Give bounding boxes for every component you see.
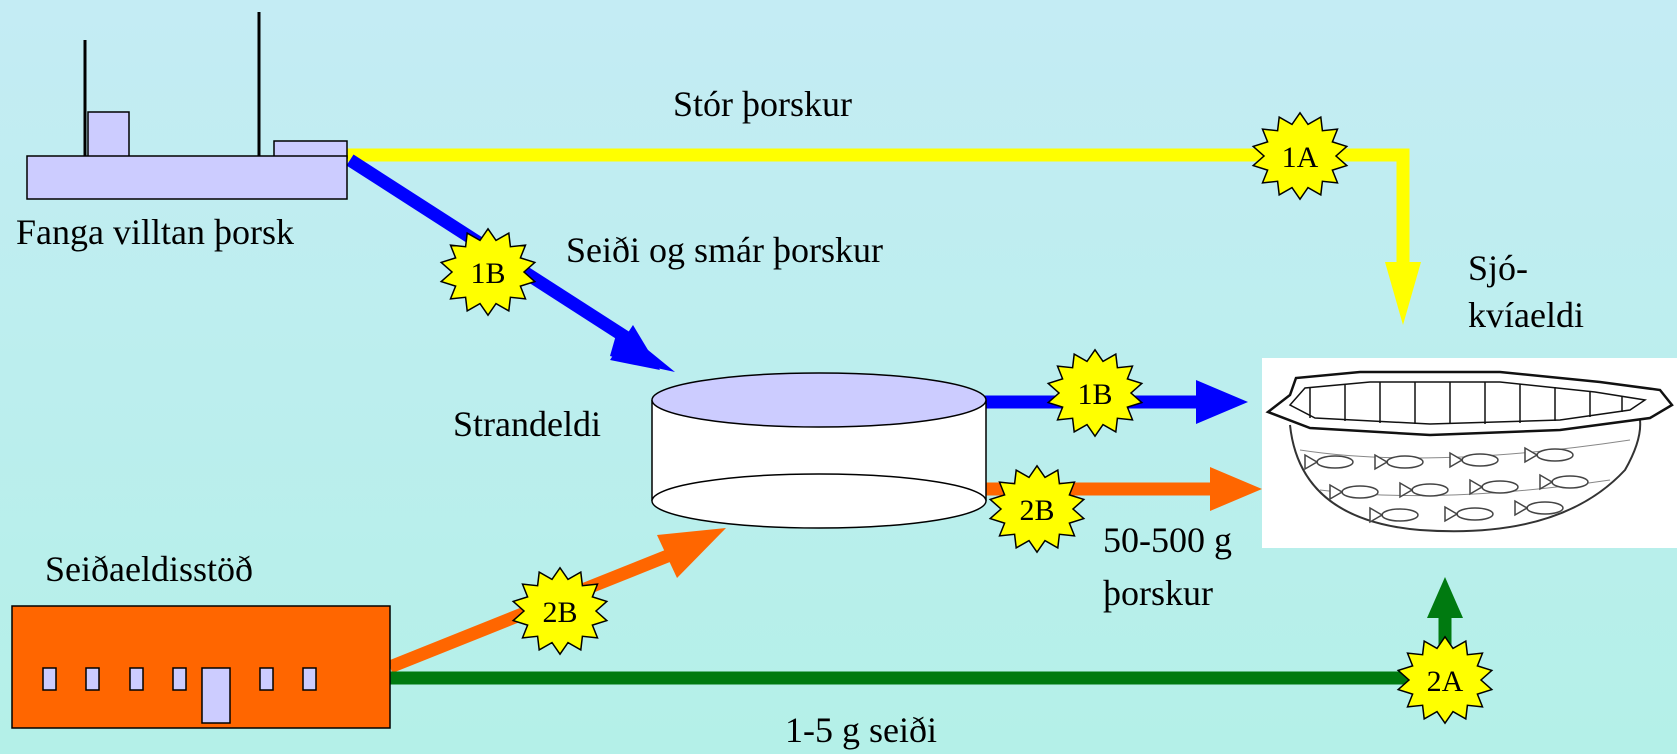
land-tank-icon (651, 372, 987, 529)
label-catch-wild-cod: Fanga villtan þorsk (16, 212, 294, 252)
hatchery-building-icon (11, 605, 391, 729)
label-weight-line2: þorskur (1103, 573, 1213, 613)
label-sea-cage-line2: kvíaeldi (1468, 295, 1584, 335)
sea-cage-icon (1262, 358, 1677, 548)
badge-2B-right-text: 2B (1019, 494, 1054, 527)
label-large-cod: Stór þorskur (673, 84, 852, 124)
badge-1B-right: 1B (1046, 348, 1144, 438)
badge-1B-top-text: 1B (470, 257, 505, 290)
badge-1A-text: 1A (1282, 141, 1319, 174)
label-weight-line1: 50-500 g (1103, 520, 1232, 560)
badge-1A: 1A (1251, 111, 1349, 201)
badge-2B-left: 2B (511, 566, 609, 656)
label-hatchery: Seiðaeldisstöð (45, 549, 253, 589)
badge-1B-top: 1B (439, 227, 537, 317)
badge-2A: 2A (1396, 635, 1494, 725)
badge-2B-left-text: 2B (542, 596, 577, 629)
badge-2B-right: 2B (988, 464, 1086, 554)
badge-2A-text: 2A (1427, 665, 1464, 698)
fishing-boat-icon (26, 12, 348, 200)
label-fry-small-cod: Seiði og smár þorskur (566, 230, 883, 270)
yellow-route (345, 148, 1421, 325)
label-land-farm: Strandeldi (453, 404, 601, 444)
badge-1B-right-text: 1B (1077, 378, 1112, 411)
label-fry-1-5g: 1-5 g seiði (785, 710, 937, 750)
label-sea-cage-line1: Sjó- (1468, 248, 1529, 288)
